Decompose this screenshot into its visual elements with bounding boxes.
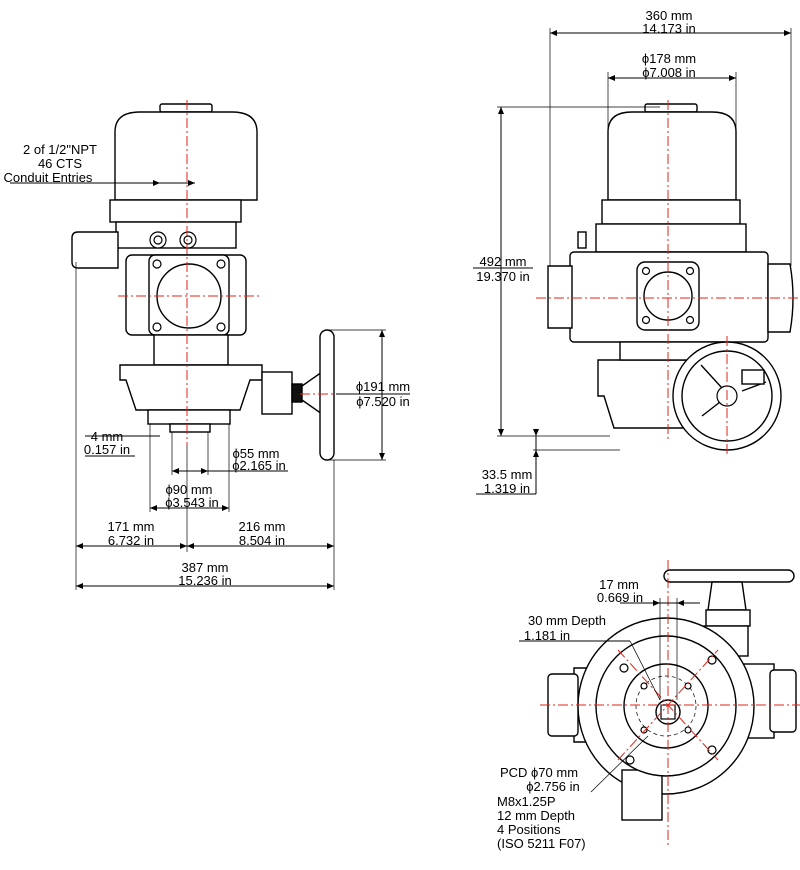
front-cover-band <box>601 199 741 225</box>
side-view: 2 of 1/2"NPT 46 CTS Conduit Entries 4 mm… <box>4 100 410 590</box>
left-offset-mm: 171 mm <box>108 519 155 534</box>
thread-depth: 12 mm Depth <box>497 808 575 823</box>
front-left-boss <box>547 265 573 329</box>
conduit-entry-1-inner <box>153 235 163 245</box>
side-output-flange <box>147 409 231 425</box>
drive-width-in: 0.669 in <box>597 590 643 605</box>
depth-in: 1.181 in <box>524 628 570 643</box>
cover-dia-in: ϕ7.008 in <box>642 65 696 80</box>
side-motor-cover <box>114 111 258 201</box>
base-height-in: 1.319 in <box>484 481 530 496</box>
base-height-mm: 33.5 mm <box>482 467 533 482</box>
side-top-cap <box>159 103 213 113</box>
cover-dia-mm: ϕ178 mm <box>642 51 696 66</box>
front-side-plug <box>577 231 587 249</box>
drive-arrowheads <box>653 600 684 606</box>
height-mm: 492 mm <box>480 254 527 269</box>
conduit-cts-label: 46 CTS <box>38 156 82 171</box>
front-flange-bolt <box>641 266 651 276</box>
side-left-boss <box>71 231 119 269</box>
side-handwheel-hub <box>261 371 293 415</box>
front-flange-bolt <box>685 266 695 276</box>
side-handwheel-rim <box>319 329 335 461</box>
flange-gap-in: 0.157 in <box>84 442 130 457</box>
conduit-entry-2-inner <box>183 235 193 245</box>
pcd-leader <box>590 735 649 793</box>
front-view: 360 mm 14.173 in ϕ178 mm ϕ7.008 in 492 m… <box>473 8 800 496</box>
side-neck <box>153 334 229 366</box>
bottom-right-boss <box>769 669 797 733</box>
flange-dia-in: ϕ3.543 in <box>165 495 219 510</box>
front-right-boss <box>767 263 794 333</box>
bottom-handwheel-rim <box>663 569 795 583</box>
side-flange-bolt <box>216 322 226 332</box>
bottom-mount-bolt <box>619 663 629 673</box>
side-output-spigot <box>169 423 211 433</box>
drive-width-mm: 17 mm <box>599 577 639 592</box>
bottom-view: 17 mm 0.669 in 30 mm Depth 1.181 in PCD … <box>497 560 800 851</box>
bottom-centreline-diagonal <box>617 649 719 761</box>
height-in: 19.370 in <box>476 269 530 284</box>
arrowheads <box>76 30 791 606</box>
side-cover-band <box>109 199 242 223</box>
bottom-pcd-hole <box>640 682 648 690</box>
left-offset-in: 6.732 in <box>108 533 154 548</box>
side-terminal-box <box>115 221 237 249</box>
bottom-pcd-hole <box>640 726 648 734</box>
bottom-pcd-circle <box>635 675 697 737</box>
bottom-handwheel-boss <box>705 609 751 627</box>
overall-width-mm: 387 mm <box>182 560 229 575</box>
handwheel-dia-mm: ϕ191 mm <box>356 379 410 394</box>
front-flange-bolt <box>685 315 695 325</box>
right-offset-in: 8.504 in <box>239 533 285 548</box>
thread-positions: 4 Positions <box>497 822 561 837</box>
bottom-lower-boss <box>621 769 663 821</box>
front-flange-bolt <box>641 315 651 325</box>
front-motor-cover <box>607 111 737 201</box>
front-terminal-box <box>595 223 747 253</box>
flange-dia-mm: ϕ90 mm <box>165 482 212 497</box>
side-handwheel-shaft <box>291 383 303 403</box>
side-lower-housing <box>119 364 263 411</box>
bottom-pcd-hole <box>684 726 692 734</box>
pcd-mm: PCD ϕ70 mm <box>500 765 578 780</box>
thread-spec: M8x1.25P <box>497 794 556 809</box>
handwheel-dia-in: ϕ7.520 in <box>356 394 410 409</box>
side-flange-bolt <box>216 259 226 269</box>
front-width-in: 14.173 in <box>642 21 696 36</box>
side-flange-bolt <box>152 322 162 332</box>
base-arrowheads <box>533 429 539 457</box>
conduit-entries-label: Conduit Entries <box>4 170 93 185</box>
front-top-cap <box>644 103 698 113</box>
right-offset-mm: 216 mm <box>239 519 286 534</box>
spigot-dia-in: ϕ2.165 in <box>232 458 286 473</box>
bottom-pcd-hole <box>684 682 692 690</box>
iso-standard: (ISO 5211 F07) <box>497 836 586 851</box>
pcd-in: ϕ2.756 in <box>526 779 580 794</box>
bottom-handwheel-stem <box>707 581 747 611</box>
side-handwheel-spokes <box>301 370 323 416</box>
front-handwheel-lever <box>741 369 765 385</box>
depth-mm: 30 mm Depth <box>528 613 606 628</box>
conduit-qty-label: 2 of 1/2"NPT <box>23 142 97 157</box>
side-flange-bolt <box>152 259 162 269</box>
flange-gap-mm: 4 mm <box>91 429 124 444</box>
bottom-mount-bolt <box>625 755 635 765</box>
depth-leader-arrow <box>629 640 661 701</box>
front-width-mm: 360 mm <box>646 8 693 23</box>
overall-width-in: 15.236 in <box>178 573 232 588</box>
spigot-dia-mm: ϕ55 mm <box>232 446 279 461</box>
